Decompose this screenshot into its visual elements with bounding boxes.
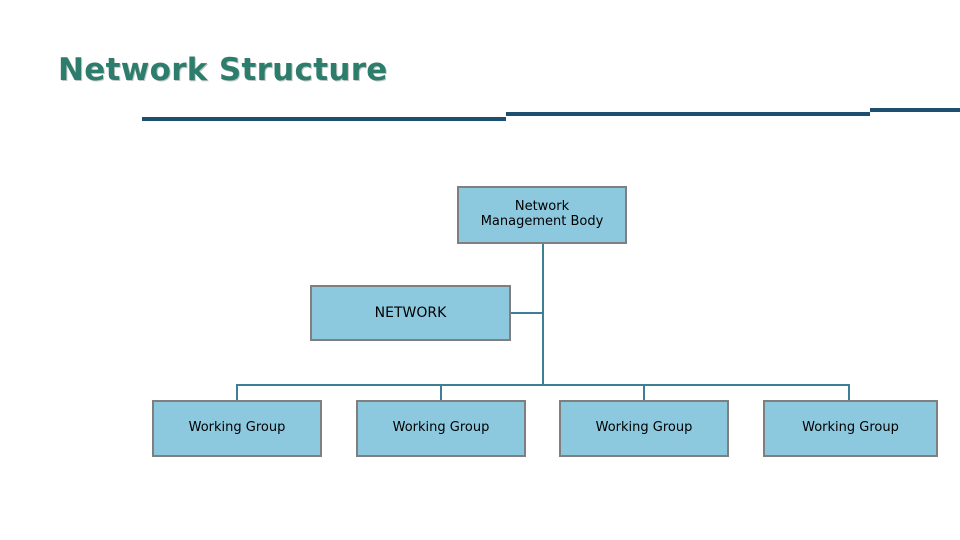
node-working-group-2-label: Working Group — [392, 420, 490, 436]
node-network-management-body-label: Network Management Body — [480, 199, 604, 230]
header-divider-segment-middle — [506, 112, 870, 116]
node-network-management-body[interactable]: Network Management Body — [457, 186, 627, 244]
node-working-group-4-label: Working Group — [802, 420, 899, 436]
node-network-label: NETWORK — [374, 304, 447, 321]
connector-drop-working-group-1 — [236, 384, 238, 401]
node-network[interactable]: NETWORK — [310, 285, 511, 341]
node-label-line-2: Management Body — [480, 214, 604, 229]
connector-drop-working-group-2 — [440, 384, 442, 401]
page-title: Network Structure — [58, 52, 388, 88]
connector-drop-working-group-3 — [643, 384, 645, 401]
connector-network-to-trunk — [511, 312, 543, 314]
node-label-line-1: Network — [514, 199, 570, 215]
node-working-group-3-label: Working Group — [595, 420, 693, 436]
connector-drop-working-group-4 — [848, 384, 850, 401]
node-working-group-2[interactable]: Working Group — [356, 400, 526, 457]
connector-trunk-vertical — [542, 243, 544, 385]
node-working-group-3[interactable]: Working Group — [559, 400, 729, 457]
header-divider-segment-right — [870, 108, 960, 112]
node-working-group-4[interactable]: Working Group — [763, 400, 938, 457]
node-working-group-1-label: Working Group — [188, 420, 286, 436]
header-divider-segment-left — [142, 117, 506, 121]
node-working-group-1[interactable]: Working Group — [152, 400, 322, 457]
connector-distribution-bar — [237, 384, 850, 386]
